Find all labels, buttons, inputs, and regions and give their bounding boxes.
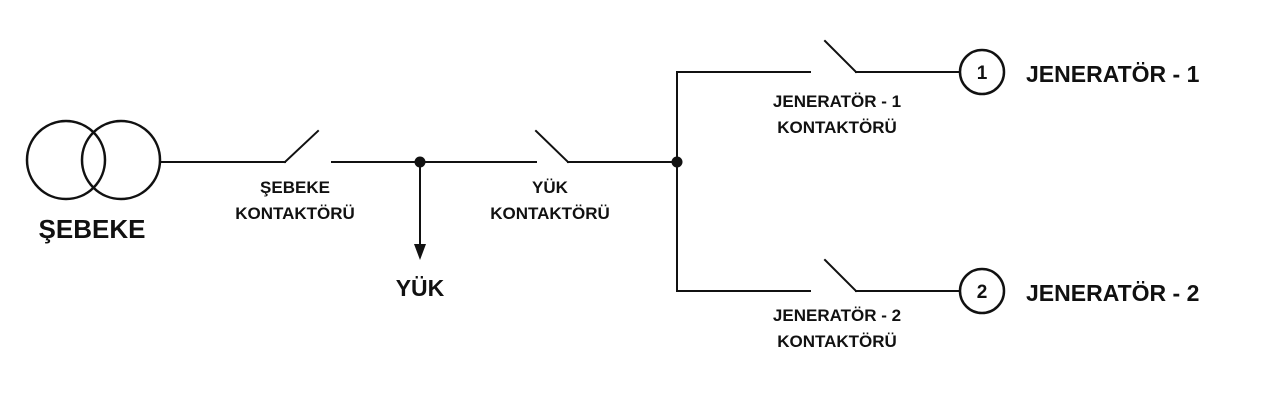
generator-2-label: JENERATÖR - 2 <box>1026 280 1199 306</box>
generator-1-contactor-label-line2: KONTAKTÖRÜ <box>777 118 897 137</box>
load-contactor-label-line1: YÜK <box>532 178 569 197</box>
generator-1-branch: 1 JENERATÖR - 1 JENERATÖR - 1 KONTAKTÖRÜ <box>676 39 1200 137</box>
generator-1-contactor-label-line1: JENERATÖR - 1 <box>773 92 901 111</box>
grid-contactor-switch-icon <box>283 129 320 164</box>
grid-contactor-label-line2: KONTAKTÖRÜ <box>235 204 355 223</box>
generator-2-contactor-label-line2: KONTAKTÖRÜ <box>777 332 897 351</box>
grid-transformer-icon <box>25 119 162 201</box>
generator-1-label: JENERATÖR - 1 <box>1026 61 1200 87</box>
generator-1-circle-icon <box>958 48 1006 96</box>
generator-1-contactor-switch-icon <box>823 39 858 74</box>
generator-2-contactor-switch-icon <box>823 258 858 293</box>
load-contactor-switch-icon <box>534 129 570 164</box>
grid-contactor-label-line1: ŞEBEKE <box>260 178 330 197</box>
generator-1-number: 1 <box>977 63 988 84</box>
load-arrow-icon <box>414 244 426 260</box>
generator-2-circle-icon <box>958 267 1006 315</box>
load-label: YÜK <box>396 275 445 301</box>
generator-2-contactor-label-line1: JENERATÖR - 2 <box>773 306 901 325</box>
load-contactor-label-line2: KONTAKTÖRÜ <box>490 204 610 223</box>
generator-2-number: 2 <box>977 282 988 303</box>
generator-2-branch: 2 JENERATÖR - 2 JENERATÖR - 2 KONTAKTÖRÜ <box>676 258 1199 351</box>
grid-label: ŞEBEKE <box>39 214 146 244</box>
